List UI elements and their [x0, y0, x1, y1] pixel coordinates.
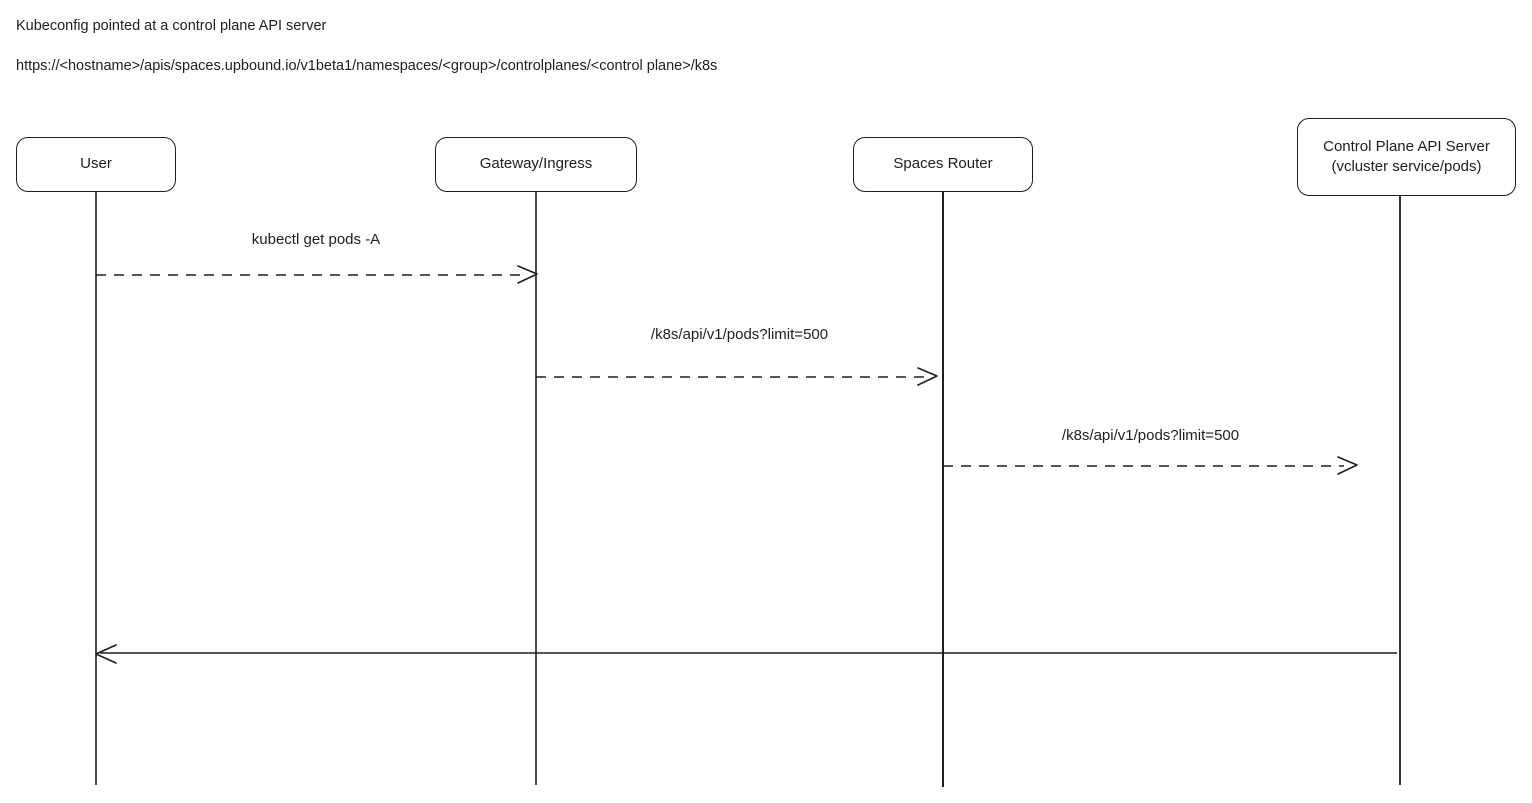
message-label-3: /k8s/api/v1/pods?limit=500	[1061, 427, 1240, 444]
actor-user-label: User	[80, 155, 112, 173]
message-label-2: /k8s/api/v1/pods?limit=500	[650, 326, 829, 343]
message-label-1: kubectl get pods -A	[251, 231, 381, 248]
actor-control-plane: Control Plane API Server (vcluster servi…	[1297, 118, 1516, 196]
actor-spaces-router: Spaces Router	[853, 137, 1033, 192]
message-arrow-1	[96, 265, 538, 284]
actor-gateway-ingress: Gateway/Ingress	[435, 137, 637, 192]
actor-gateway-ingress-label: Gateway/Ingress	[479, 155, 593, 173]
actor-user: User	[16, 137, 176, 192]
message-arrow-4	[95, 644, 1397, 664]
diagram-title: Kubeconfig pointed at a control plane AP…	[16, 18, 327, 34]
actor-control-plane-label: Control Plane API Server	[1323, 137, 1490, 155]
api-url-text: https://<hostname>/apis/spaces.upbound.i…	[16, 58, 718, 74]
actor-control-plane-sublabel: (vcluster service/pods)	[1331, 158, 1482, 175]
message-arrow-2	[536, 367, 938, 386]
message-arrow-3	[943, 456, 1358, 475]
actor-spaces-router-label: Spaces Router	[893, 155, 993, 173]
